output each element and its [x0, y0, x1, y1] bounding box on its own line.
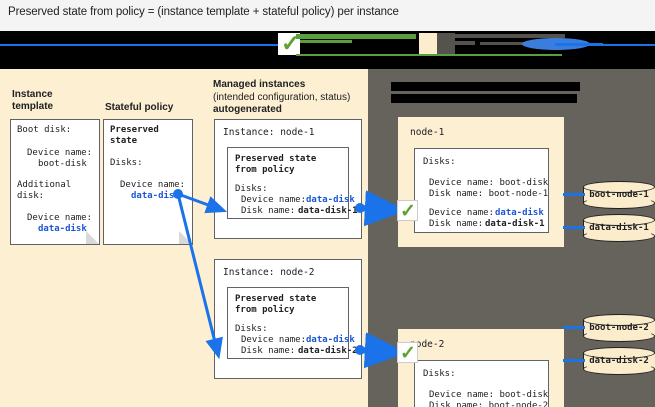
- mi1-disk-name-label: Disk name:: [241, 206, 296, 216]
- sp-device-name-label: Device name:: [120, 180, 186, 190]
- legend-band-obscured: ✓: [0, 31, 655, 69]
- dot-instance1-data-disk: [355, 203, 365, 213]
- stateful-policy-heading-label: Stateful policy: [105, 102, 174, 113]
- node1-boot-device-name: Device name: boot-disk: [429, 178, 549, 188]
- stateful-policy-card: Preserved state Disks: Device name: data…: [103, 119, 193, 245]
- check-icon: ✓: [281, 31, 301, 56]
- dot-stateful-policy-data-disk: [173, 189, 183, 199]
- node2-boot-device-name: Device name: boot-disk: [429, 390, 549, 400]
- node2-disks-card: Disks: Device name: boot-disk Disk name:…: [414, 360, 549, 407]
- stateful-policy-heading: Stateful policy: [105, 102, 173, 114]
- managed-instance-inner-2: Preserved state from policy Disks: Devic…: [227, 287, 358, 359]
- managed-instance-inner-1: Preserved state from policy Disks: Devic…: [227, 147, 358, 219]
- it-additional-device-name-value: data-disk: [38, 224, 87, 234]
- it-additional-disk-label-1: Additional: [17, 180, 72, 190]
- node1-data-device-name-label: Device name:: [429, 208, 495, 218]
- legend-green-bar-1: [296, 34, 416, 39]
- connector-node1-data: [563, 226, 585, 229]
- legend-check-box: [278, 33, 300, 55]
- mi1-inner-title-1: Preserved state: [235, 154, 317, 164]
- managed-instance-card-1: Instance: node-1 Preserved state from po…: [214, 119, 362, 239]
- managed-instance-card-2: Instance: node-2 Preserved state from po…: [214, 259, 362, 379]
- legend-grey-bar-2: [455, 41, 475, 45]
- mi2-inner-title-2: from policy: [235, 305, 295, 315]
- cylinder-data-disk-1: data-disk-1: [583, 214, 655, 242]
- card-dogear: [179, 231, 192, 244]
- mi2-device-name-value: data-disk: [306, 335, 355, 345]
- node2-boot-disk-name: Disk name: boot-node-2: [429, 401, 549, 407]
- legend-grey-bar-1: [455, 34, 565, 38]
- instance-template-card: Boot disk: Device name: boot-disk Additi…: [10, 119, 100, 245]
- mi2-title: Instance: node-2: [223, 267, 315, 278]
- node1-data-disk-name-label: Disk name:: [429, 219, 484, 229]
- mi2-inner-title-1: Preserved state: [235, 294, 317, 304]
- cylinder-boot-node-2: boot-node-2: [583, 314, 655, 342]
- caption-bar: Preserved state from policy = (instance …: [0, 0, 655, 31]
- status-badge-node1: ✓: [397, 200, 418, 221]
- sp-preserved-state-line1: Preserved: [110, 125, 159, 135]
- managed-instances-heading-line3: autogenerated: [213, 104, 282, 115]
- it-boot-disk-label: Boot disk:: [17, 125, 72, 135]
- cylinder-label: boot-node-2: [589, 323, 649, 333]
- mi2-disk-name-label: Disk name:: [241, 346, 296, 356]
- mi1-disk-name-value: data-disk-1: [298, 206, 358, 216]
- legend-blue-rule-left: [0, 44, 278, 46]
- node1-data-device-name-value: data-disk: [495, 208, 544, 218]
- mi1-device-name-label: Device name:: [241, 195, 307, 205]
- connector-node2-boot: [563, 326, 585, 329]
- legend-green-bar-3: [296, 54, 562, 56]
- dot-instance2-data-disk: [355, 345, 365, 355]
- node1-boot-disk-name: Disk name: boot-node-1: [429, 189, 549, 199]
- legend-grey-bar-3: [480, 42, 540, 45]
- managed-instances-heading: Managed instances (intended configuratio…: [213, 79, 350, 117]
- legend-grey-swatch: [437, 33, 455, 54]
- cylinder-label: data-disk-1: [589, 223, 649, 233]
- it-additional-disk-label-2: disk:: [17, 191, 45, 201]
- check-icon: ✓: [400, 343, 416, 364]
- it-boot-device-name-value: boot-disk: [38, 159, 87, 169]
- mi2-disks-label: Disks:: [235, 324, 268, 334]
- node1-disks-label: Disks:: [423, 157, 456, 167]
- legend-blue-rule-right: [560, 44, 655, 46]
- connector-node1-boot: [563, 193, 585, 196]
- mi1-inner-title-2: from policy: [235, 165, 295, 175]
- managed-instances-heading-line2: (intended configuration, status): [213, 91, 351, 103]
- instance-template-heading-line1: Instance: [12, 89, 53, 100]
- instance-template-heading: Instance template: [12, 89, 53, 113]
- mi2-disk-name-value: data-disk-2: [298, 346, 358, 356]
- instance-template-heading-line2: template: [12, 101, 54, 112]
- page-title: Preserved state from policy = (instance …: [8, 6, 399, 18]
- mi1-device-name-value: data-disk: [306, 195, 355, 205]
- cylinder-label: data-disk-2: [589, 356, 649, 366]
- legend-cream-swatch: [419, 33, 437, 54]
- card-dogear: [86, 231, 99, 244]
- legend-blue-bar: [555, 43, 603, 46]
- mi1-disks-label: Disks:: [235, 184, 268, 194]
- managed-instances-heading-line1: Managed instances: [213, 79, 306, 90]
- node2-title: node-2: [410, 339, 445, 350]
- diagram-canvas: Instance template Boot disk: Device name…: [0, 69, 655, 407]
- node1-data-disk-name-value: data-disk-1: [485, 219, 545, 229]
- mi2-device-name-label: Device name:: [241, 335, 307, 345]
- redacted-heading-bar-2: [391, 94, 577, 103]
- it-additional-device-name-label: Device name:: [27, 213, 93, 223]
- mi1-title: Instance: node-1: [223, 127, 315, 138]
- node-panel-1: node-1 Disks: Device name: boot-disk Dis…: [398, 117, 564, 247]
- connector-node2-data: [563, 359, 585, 362]
- sp-disks-label: Disks:: [110, 158, 143, 168]
- cylinder-boot-node-1: boot-node-1: [583, 181, 655, 209]
- redacted-heading-bar-1: [391, 82, 580, 91]
- node2-disks-label: Disks:: [423, 369, 456, 379]
- sp-device-name-value: data-disk: [131, 191, 180, 201]
- node-panel-2: node-2 Disks: Device name: boot-disk Dis…: [398, 329, 564, 407]
- legend-green-bar-2: [300, 40, 352, 43]
- node1-disks-card: Disks: Device name: boot-disk Disk name:…: [414, 148, 549, 233]
- sp-preserved-state-line2: state: [110, 136, 138, 146]
- cylinder-label: boot-node-1: [589, 190, 649, 200]
- status-badge-node2: ✓: [397, 342, 418, 363]
- cylinder-data-disk-2: data-disk-2: [583, 347, 655, 375]
- check-icon: ✓: [400, 201, 416, 222]
- node1-title: node-1: [410, 127, 445, 138]
- it-boot-device-name-label: Device name:: [27, 148, 93, 158]
